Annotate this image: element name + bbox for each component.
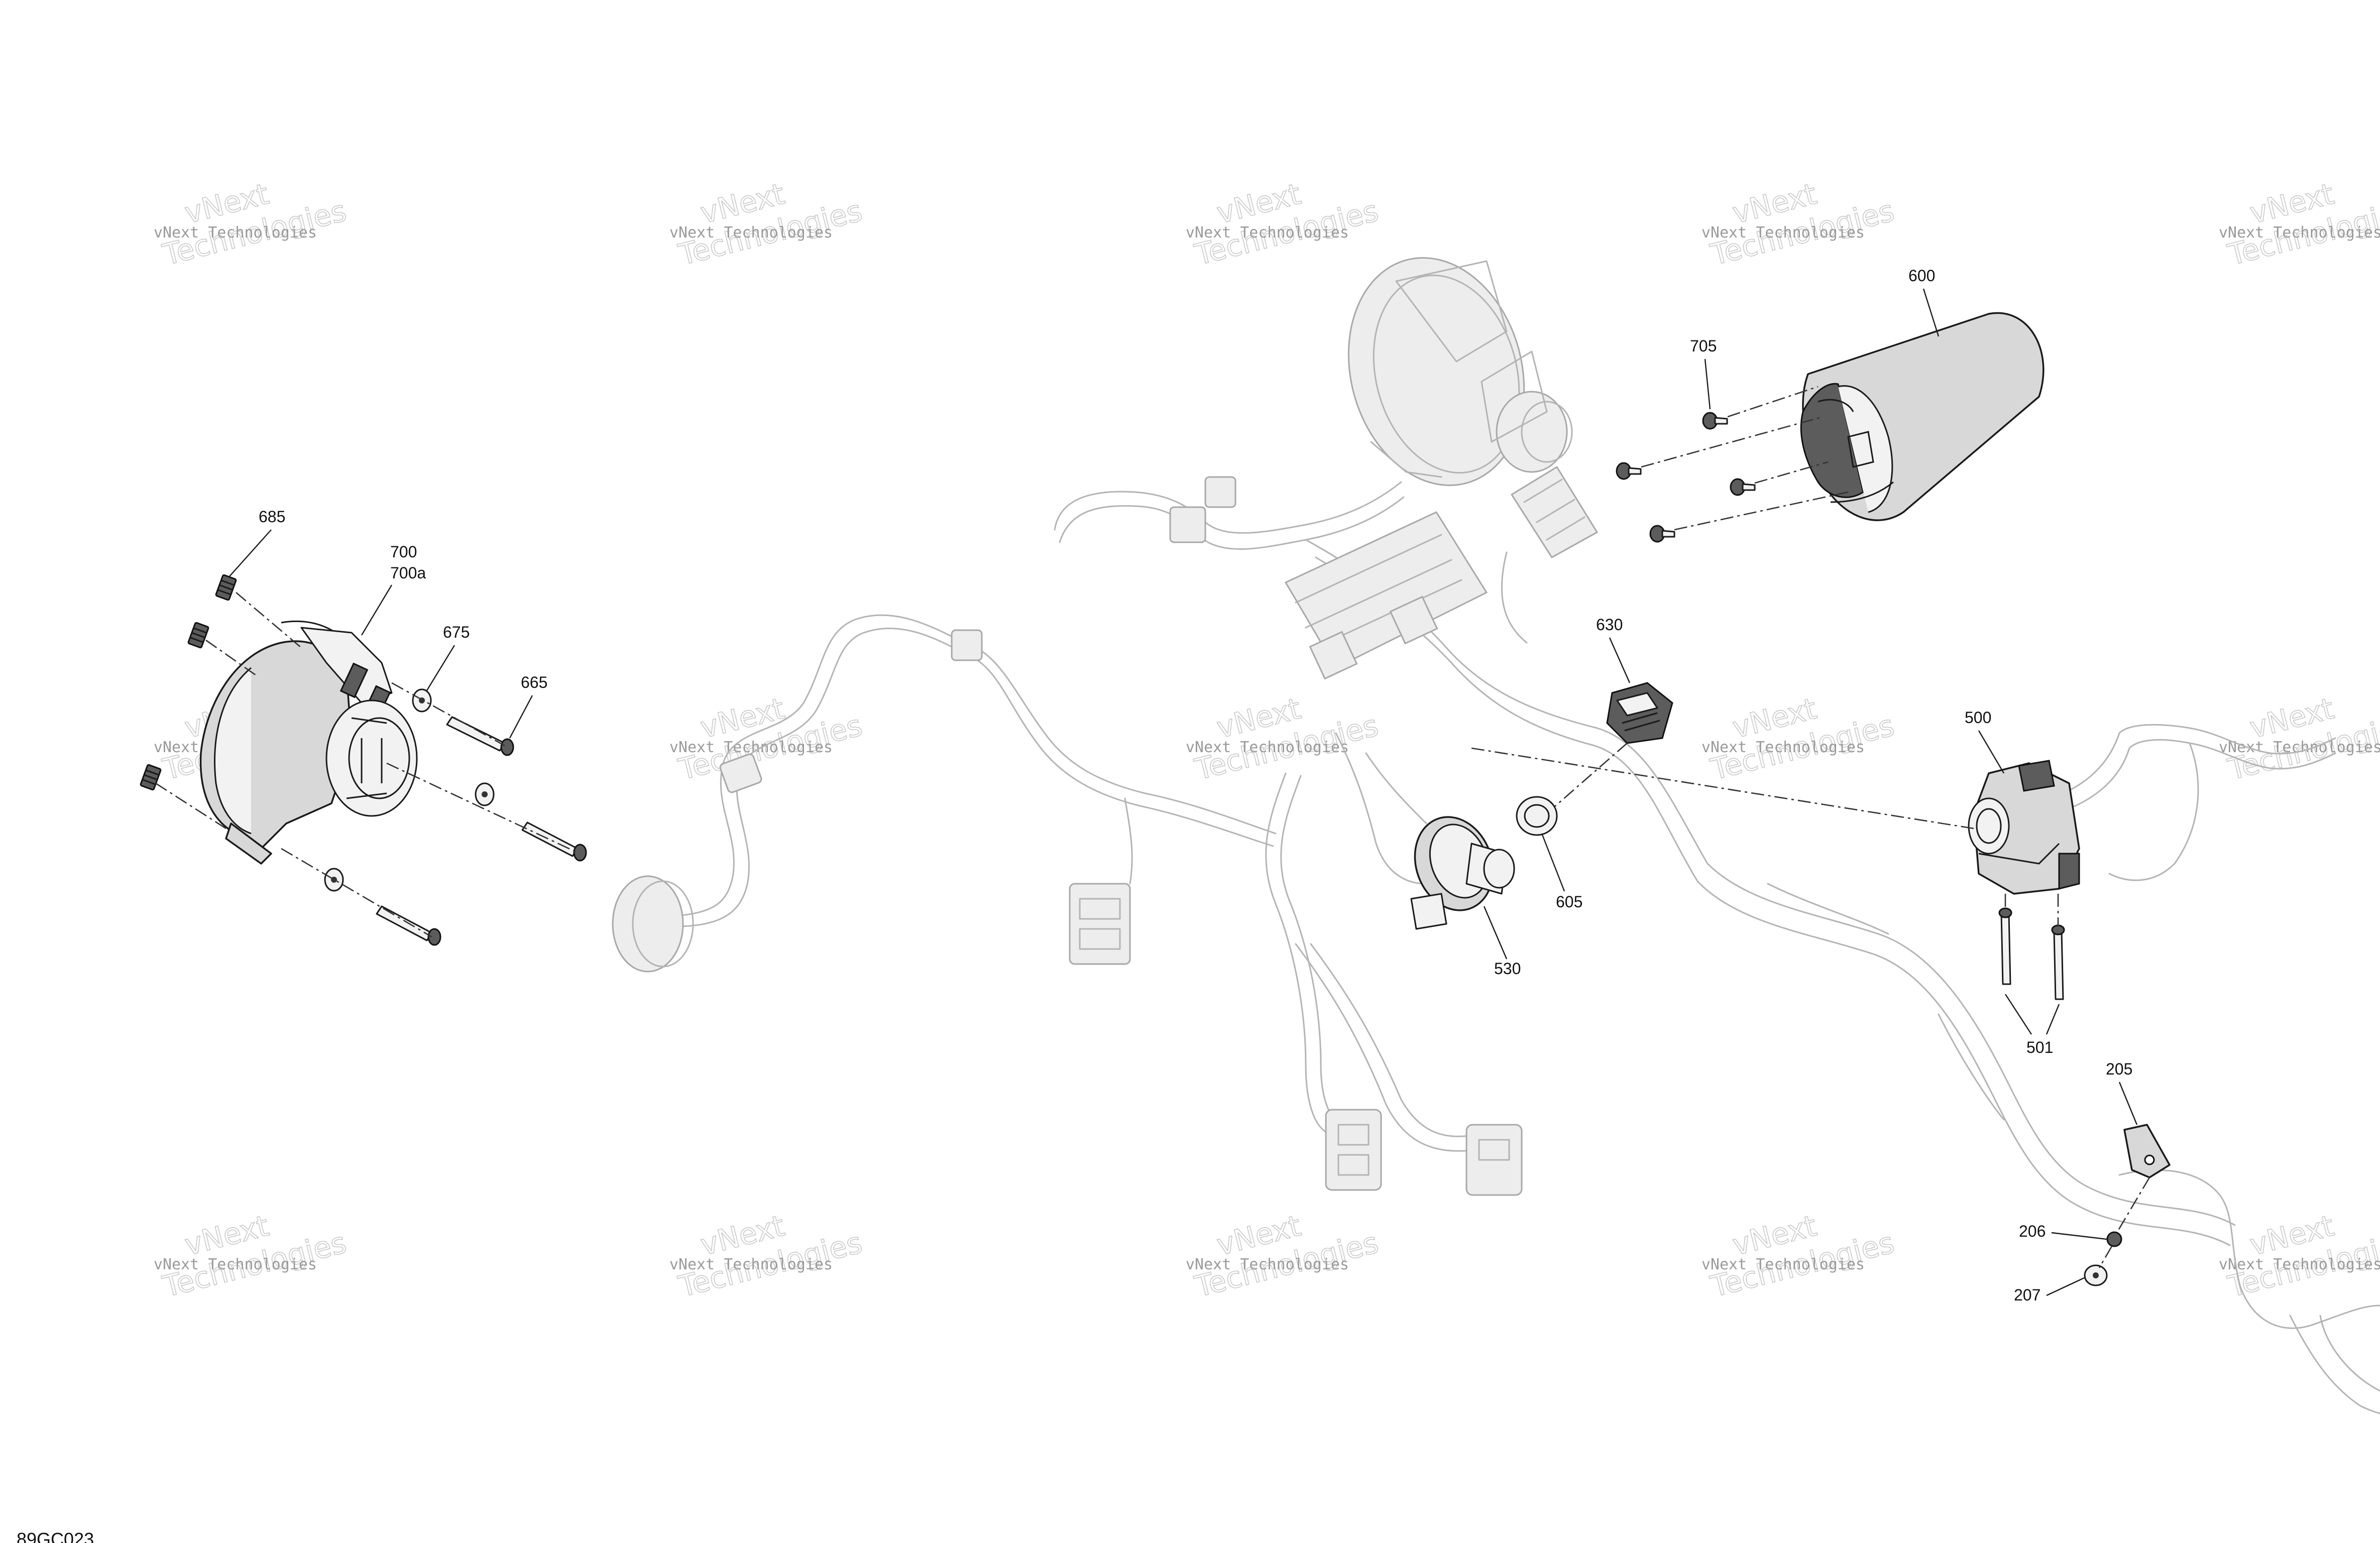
screw-705-group [1616,412,1756,543]
watermark-small-text: vNext Technologies [669,1256,833,1273]
ghost-headlight [1347,257,1573,486]
bracket-205 [2123,1124,2171,1178]
screw-665-group [376,716,587,946]
watermark-small-text: vNext Technologies [2219,224,2380,242]
callout-500: 500 [1965,708,1991,727]
callout-700a: 700a [390,564,426,582]
switch-630 [1606,682,1673,744]
callout-206: 206 [2019,1222,2046,1240]
watermark-small-text: vNext Technologies [1186,1256,1349,1273]
handlebar-switch-500 [1968,760,2080,895]
callout-630: 630 [1596,616,1623,634]
watermark-small-text: vNext Technologies [669,224,833,242]
watermark-small-text: vNext Technologies [1186,224,1349,242]
callout-600: 600 [1908,267,1935,285]
callout-530: 530 [1494,960,1521,978]
callout-675: 675 [443,623,470,641]
callout-605: 605 [1556,893,1582,911]
headlight-assembly [199,620,418,865]
watermark-small-text: vNext Technologies [1186,739,1349,756]
watermark-small-text: vNext Technologies [2219,1256,2380,1273]
watermark-small-text: vNext Technologies [1702,224,1865,242]
washer-207 [2084,1264,2108,1286]
callout-501: 501 [2026,1038,2053,1056]
watermark-small-text: vNext Technologies [1702,739,1865,756]
watermark-small-text: vNext Technologies [154,1256,317,1273]
callout-205: 205 [2106,1060,2132,1078]
callout-207: 207 [2014,1286,2041,1304]
callout-665: 665 [521,673,547,691]
wiring-harness [612,257,2380,1414]
nut-206 [2106,1231,2122,1247]
callout-700: 700 [390,543,417,561]
gauge-600 [1800,312,2045,521]
washer-675-group [324,688,495,892]
callouts: 685 700 700a 675 665 705 600 630 500 605… [228,267,2138,1304]
figure-id: 89GC023 [17,1529,94,1543]
socket-530 [1410,816,1515,930]
watermark-small-text: vNext Technologies [2219,739,2380,756]
callout-685: 685 [259,508,285,526]
nut-605 [1516,796,1558,836]
watermark-small-text: vNext Technologies [1702,1256,1865,1273]
screw-501-group [1998,907,2065,1000]
watermark-small-text: vNext Technologies [154,224,317,242]
callout-705: 705 [1690,337,1717,355]
